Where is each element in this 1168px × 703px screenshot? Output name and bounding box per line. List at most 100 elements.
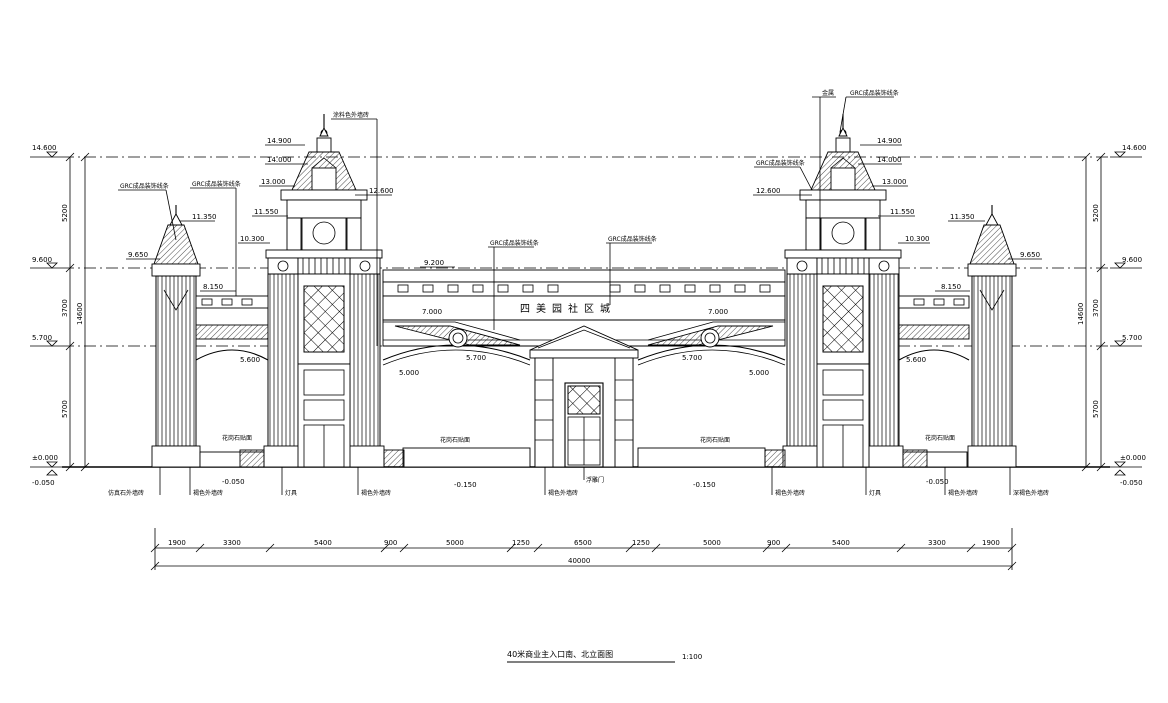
left-clock-tower xyxy=(263,114,385,468)
elev-13000-right: 13.000 xyxy=(882,178,907,186)
level-mid-label-right: 9.600 xyxy=(1122,256,1142,264)
dim-3: 5400 xyxy=(314,539,332,547)
elev-13000-left: 13.000 xyxy=(261,178,286,186)
elev-m0150-right: -0.150 xyxy=(693,481,716,489)
height-dim-total: 14600 xyxy=(76,303,84,325)
drawing-title: 40米商业主入口南、北立面图 xyxy=(507,649,613,659)
note-bottom-7: 褐色外墙砖 xyxy=(775,489,805,497)
note-bottom-4: 褐色外墙砖 xyxy=(361,489,391,497)
bottom-dimensions: 1900 3300 5400 900 5000 1250 6500 1250 5… xyxy=(150,528,1017,571)
level-low-label: 5.700 xyxy=(32,334,52,342)
note-paint-brick: 涂料色外墙砖 xyxy=(333,111,369,119)
elev-11550-left: 11.550 xyxy=(254,208,279,216)
sign-text: 四美园社区城 xyxy=(520,302,616,315)
bench-label-4: 花岗石贴面 xyxy=(925,434,955,442)
dim-1: 1900 xyxy=(168,539,186,547)
note-bottom-5: 褐色外墙砖 xyxy=(548,489,578,497)
elev-8150-right: 8.150 xyxy=(941,283,961,291)
height-dim-2: 3700 xyxy=(61,299,69,317)
note-grc-5: GRC成品装饰线条 xyxy=(850,89,899,97)
note-bottom-2: 褐色外墙砖 xyxy=(193,489,223,497)
elev-14900-right: 14.900 xyxy=(877,137,902,145)
height-dim-total-right: 14600 xyxy=(1077,303,1085,325)
elev-5700-left: 5.700 xyxy=(466,354,486,362)
left-level-markers: 14.600 9.600 5.700 ±0.000 -0.050 5200 37… xyxy=(30,144,90,487)
height-dim-3: 5700 xyxy=(61,400,69,418)
note-bottom-6: 浮雕门 xyxy=(586,476,604,484)
elev-m0050-right: -0.050 xyxy=(926,478,949,486)
level-ground-label: ±0.000 xyxy=(32,454,58,462)
dim-4: 900 xyxy=(384,539,397,547)
height-dim-1: 5200 xyxy=(61,204,69,222)
central-gate xyxy=(529,325,639,468)
level-below-label-right: -0.050 xyxy=(1120,479,1143,487)
elev-11350-left: 11.350 xyxy=(192,213,217,221)
elev-m0050-left: -0.050 xyxy=(222,478,245,486)
elev-10300-left: 10.300 xyxy=(240,235,265,243)
level-below-label: -0.050 xyxy=(32,479,55,487)
material-notes-bottom: 仿真石外墙砖 褐色外墙砖 灯具 褐色外墙砖 褐色外墙砖 浮雕门 褐色外墙砖 灯具… xyxy=(108,467,1049,497)
bench-label-1: 花岗石贴面 xyxy=(222,434,252,442)
elev-5700-right: 5.700 xyxy=(682,354,702,362)
bench-label-2: 花岗石贴面 xyxy=(440,436,470,444)
note-grc-6: GRC成品装饰线条 xyxy=(756,159,805,167)
elev-11350-right: 11.350 xyxy=(950,213,975,221)
elev-14000-left: 14.000 xyxy=(267,156,292,164)
note-bottom-8: 灯具 xyxy=(869,489,881,497)
elev-5600-left: 5.600 xyxy=(240,356,260,364)
dim-12: 3300 xyxy=(928,539,946,547)
height-dim-1-right: 5200 xyxy=(1092,204,1100,222)
elev-5600-right: 5.600 xyxy=(906,356,926,364)
note-grc-4: GRC成品装饰线条 xyxy=(608,235,657,243)
dim-8: 1250 xyxy=(632,539,650,547)
dim-5: 5000 xyxy=(446,539,464,547)
elev-7000-right: 7.000 xyxy=(708,308,728,316)
note-bottom-10: 深褐色外墙砖 xyxy=(1013,489,1049,497)
bench-label-3: 花岗石贴面 xyxy=(700,436,730,444)
elev-14900-left: 14.900 xyxy=(267,137,292,145)
level-top-label-right: 14.600 xyxy=(1122,144,1147,152)
right-small-tower xyxy=(898,205,1017,468)
level-top-label: 14.600 xyxy=(32,144,57,152)
dim-13: 1900 xyxy=(982,539,1000,547)
right-clock-tower xyxy=(782,114,904,468)
dim-total: 40000 xyxy=(568,557,590,565)
elev-m0150-left: -0.150 xyxy=(454,481,477,489)
note-metal: 金属 xyxy=(822,89,834,97)
level-ground-label-right: ±0.000 xyxy=(1120,454,1146,462)
dim-7: 6500 xyxy=(574,539,592,547)
note-bottom-1: 仿真石外墙砖 xyxy=(108,489,144,497)
elevation-tags: 14.900 14.000 13.000 12.600 11.550 11.35… xyxy=(126,137,1042,489)
elev-11550-right: 11.550 xyxy=(890,208,915,216)
dentil-row xyxy=(397,284,771,293)
dim-2: 3300 xyxy=(223,539,241,547)
elev-5000-left: 5.000 xyxy=(399,369,419,377)
elev-9200: 9.200 xyxy=(424,259,444,267)
dim-10: 900 xyxy=(767,539,780,547)
note-grc-2: GRC成品装饰线条 xyxy=(192,180,241,188)
material-notes-top: GRC成品装饰线条 GRC成品装饰线条 涂料色外墙砖 GRC成品装饰线条 GRC… xyxy=(118,89,899,346)
note-bottom-3: 灯具 xyxy=(285,489,297,497)
right-level-markers: 14.600 9.600 5.700 ±0.000 -0.050 5200 37… xyxy=(1077,144,1147,487)
ground-benches: 花岗石贴面 花岗石贴面 花岗石贴面 花岗石贴面 xyxy=(199,434,968,468)
note-bottom-9: 褐色外墙砖 xyxy=(948,489,978,497)
height-dim-2-right: 3700 xyxy=(1092,299,1100,317)
elev-14000-right: 14.000 xyxy=(877,156,902,164)
elev-7000-left: 7.000 xyxy=(422,308,442,316)
elev-9650-right: 9.650 xyxy=(1020,251,1040,259)
height-dim-3-right: 5700 xyxy=(1092,400,1100,418)
dim-9: 5000 xyxy=(703,539,721,547)
elev-12600-left: 12.600 xyxy=(369,187,394,195)
left-small-tower xyxy=(151,205,269,468)
elev-12600-right: 12.600 xyxy=(756,187,781,195)
elev-8150-left: 8.150 xyxy=(203,283,223,291)
drawing-title-block: 40米商业主入口南、北立面图 1:100 xyxy=(507,649,702,663)
level-mid-label: 9.600 xyxy=(32,256,52,264)
elev-9650-left: 9.650 xyxy=(128,251,148,259)
note-grc-3: GRC成品装饰线条 xyxy=(490,239,539,247)
drawing-scale: 1:100 xyxy=(682,653,702,661)
elev-5000-right: 5.000 xyxy=(749,369,769,377)
dim-ticks xyxy=(150,543,1017,571)
dim-6: 1250 xyxy=(512,539,530,547)
